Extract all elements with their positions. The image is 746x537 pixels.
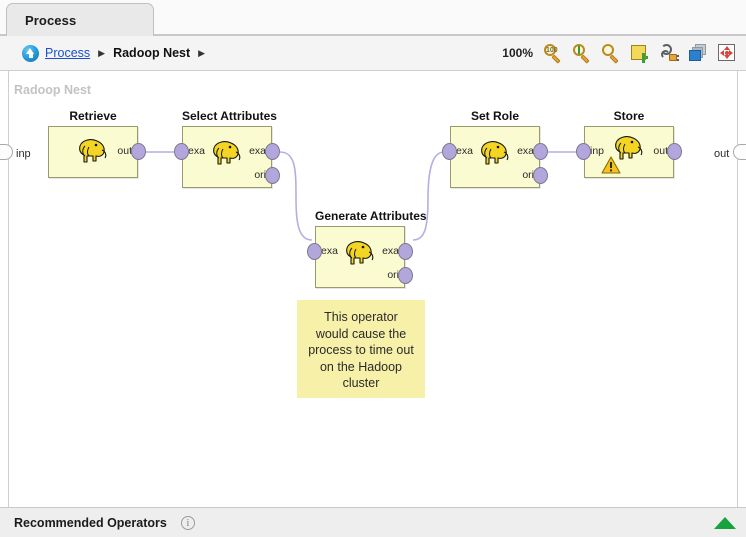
operator-select-attributes-output-port-exa[interactable] [265,143,280,160]
layers-icon[interactable] [687,42,709,64]
operator-set-role-output-port-ori[interactable] [533,167,548,184]
up-arrow-circle-icon[interactable] [22,44,39,62]
info-icon[interactable]: i [180,515,195,530]
operator-set-role-title: Set Role [470,109,519,123]
breadcrumb-trailing-separator-icon: ▶ [198,47,206,58]
canvas-left-border [8,71,9,507]
view-toolbar: 100% 100 [502,42,746,64]
hadoop-elephant-icon [76,137,110,167]
operator-retrieve-output-label: out [117,145,132,157]
breadcrumb-current-radoop-nest: Radoop Nest [113,46,191,60]
operator-retrieve[interactable]: Retrieve out [48,109,146,178]
operator-retrieve-title: Retrieve [69,109,117,123]
fit-to-screen-icon[interactable] [716,42,738,64]
operator-store-input-port[interactable] [576,143,591,160]
operator-generate-attributes-output-label-exa: exa [382,245,399,257]
operator-generate-attributes-output-port-ori[interactable] [398,267,413,284]
zoom-reset-icon[interactable]: 100 [542,42,564,64]
operator-select-attributes-output-port-ori[interactable] [265,167,280,184]
tab-strip-underline [0,34,746,36]
breadcrumb: Process ▶ Radoop Nest ▶ [0,44,207,62]
tab-strip: Process [0,0,746,36]
zoom-out-icon[interactable] [600,42,622,64]
hadoop-elephant-icon [612,134,646,164]
operator-store-input-label: inp [590,145,605,157]
zoom-level-label: 100% [502,46,533,60]
breadcrumb-link-process[interactable]: Process [45,46,91,60]
nest-input-port-label: inp [16,148,31,160]
wire-generate-to-setrole [412,151,445,241]
operator-generate-attributes-title: Generate Attributes [315,209,427,223]
operator-generate-attributes-input-label: exa [321,245,338,257]
operator-store-title: Store [613,109,645,123]
operator-select-attributes-output-label-exa: exa [249,145,266,157]
operator-set-role[interactable]: Set Role exa exa ori [442,109,548,188]
operator-store[interactable]: Store inp out [576,109,682,178]
operator-store-output-port[interactable] [667,143,682,160]
operator-select-attributes-output-label-ori: ori [254,169,266,181]
wire-select-to-generate [279,151,313,241]
operator-retrieve-output-port[interactable] [131,143,146,160]
operator-set-role-output-label-exa: exa [517,145,534,157]
chevron-up-icon[interactable] [714,516,736,529]
operator-select-attributes-title: Select Attributes [182,109,277,123]
canvas-right-border [737,71,738,507]
hadoop-elephant-icon [343,239,377,269]
connection-wires [146,151,578,241]
nest-output-port[interactable] [733,144,746,160]
operator-select-attributes-input-label: exa [188,145,205,157]
operator-store-output-label: out [653,145,668,157]
recommended-operators-label: Recommended Operators [14,515,167,530]
breadcrumb-toolbar: Process ▶ Radoop Nest ▶ 100% 100 [0,36,746,71]
auto-wire-plug-icon[interactable] [658,42,680,64]
operator-select-attributes[interactable]: Select Attributes exa exa ori [174,109,280,188]
operator-set-role-output-label-ori: ori [522,169,534,181]
nest-output-port-label: out [714,148,730,160]
zoom-in-icon[interactable] [571,42,593,64]
operator-set-role-output-port-exa[interactable] [533,143,548,160]
operator-select-attributes-input-port[interactable] [174,143,189,160]
breadcrumb-separator-icon: ▶ [98,47,106,58]
operator-set-role-input-port[interactable] [442,143,457,160]
operator-set-role-input-label: exa [456,145,473,157]
operator-generate-attributes-output-label-ori: ori [387,269,399,281]
hadoop-elephant-icon [478,139,512,169]
recommended-operators-bar[interactable]: Recommended Operators i [0,507,746,537]
operator-generate-attributes[interactable]: Generate Attributes exa exa ori [307,209,427,288]
hadoop-elephant-icon [210,139,244,169]
nest-input-port[interactable] [0,144,13,160]
add-note-icon[interactable] [629,42,651,64]
operator-generate-attributes-input-port[interactable] [307,243,322,260]
process-note[interactable]: This operator would cause the process to… [297,300,425,398]
subprocess-label: Radoop Nest [14,83,92,97]
warning-triangle-icon [601,156,621,174]
tab-process-label: Process [25,12,77,28]
tab-process[interactable]: Process [6,3,154,36]
process-canvas[interactable]: Radoop Nest inp out Retrieve [0,71,746,507]
operator-generate-attributes-output-port-exa[interactable] [398,243,413,260]
